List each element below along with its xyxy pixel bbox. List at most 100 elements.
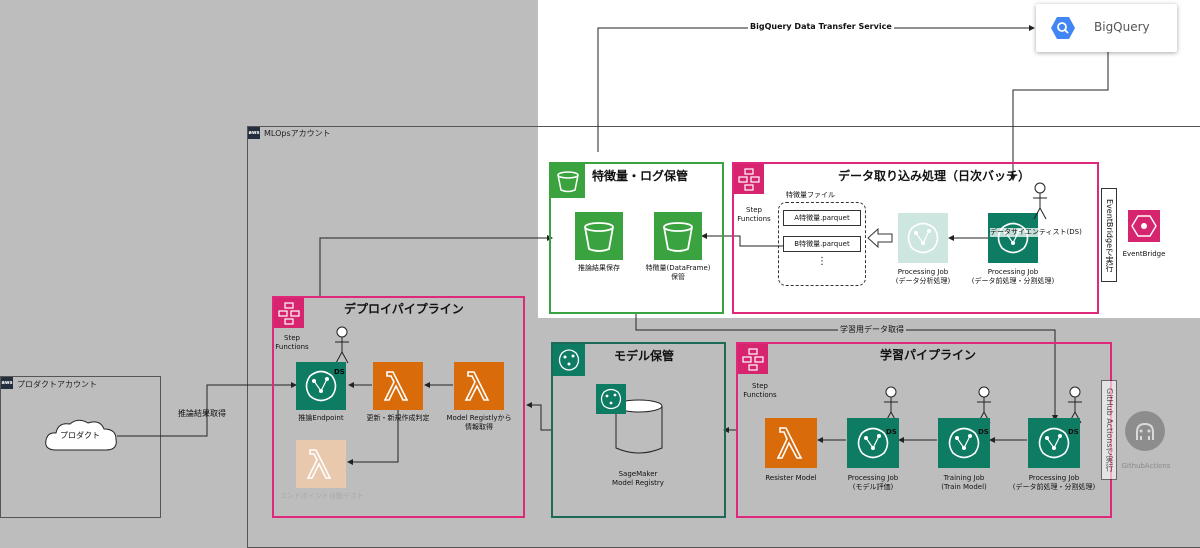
step-functions-line1: Step bbox=[284, 334, 300, 342]
cloud-icon bbox=[42, 416, 120, 458]
data-scientist-label: データサイエンティスト(DS) bbox=[990, 228, 1082, 237]
auto-test-label: エンドポイント自動テスト bbox=[280, 492, 364, 500]
registry-fetch-line1: Model Registlyから bbox=[446, 414, 512, 422]
data-ingest-panel bbox=[732, 162, 1099, 314]
processing-analysis-label: Processing Job (データ分析処理) bbox=[882, 268, 964, 286]
step-functions-line1: Step bbox=[746, 206, 762, 214]
step-functions-label: Step Functions bbox=[734, 206, 774, 224]
step-functions-icon bbox=[274, 298, 304, 328]
endpoint-label: 推論Endpoint bbox=[298, 414, 344, 422]
feature-save-label: 特徴量(DataFrame) 保管 bbox=[638, 264, 718, 282]
bucket-icon bbox=[575, 212, 623, 260]
person-icon bbox=[1067, 386, 1083, 426]
lambda-icon bbox=[454, 362, 504, 410]
feature-files-group bbox=[778, 202, 866, 286]
processing-pre-label: Processing Job (データ前処理・分割処理) bbox=[1004, 474, 1104, 492]
processing-eval-label: Processing Job (モデル評価) bbox=[834, 474, 912, 492]
step-functions-icon bbox=[734, 164, 764, 194]
eventbridge-icon bbox=[1128, 210, 1160, 242]
feature-files-title: 特徴量ファイル bbox=[786, 191, 835, 199]
model-store-panel bbox=[551, 342, 726, 518]
bigquery-icon bbox=[1050, 16, 1076, 40]
bq-transfer-label: BigQuery Data Transfer Service bbox=[748, 22, 894, 31]
github-label: GithubActions bbox=[1121, 462, 1171, 470]
processing-eval-line2: (モデル評価) bbox=[852, 482, 894, 491]
connectors bbox=[117, 25, 1109, 465]
processing-analysis-icon bbox=[898, 213, 948, 263]
edge-deploy-to-feature-store bbox=[319, 235, 553, 296]
github-trigger-label: GitHub Actionsで実行 bbox=[1101, 380, 1117, 480]
registry-label: SageMaker Model Registry bbox=[600, 470, 676, 488]
github-icon bbox=[1124, 410, 1166, 452]
aws-logo-icon: aws bbox=[248, 127, 260, 139]
processing-pre-icon bbox=[988, 213, 1038, 263]
register-label: Resister Model bbox=[765, 474, 817, 482]
step-functions-label: Step Functions bbox=[740, 382, 780, 400]
feature-store-panel bbox=[549, 162, 724, 314]
hollow-arrow bbox=[867, 227, 893, 249]
feature-save-line1: 特徴量(DataFrame) bbox=[645, 264, 711, 272]
deploy-title: デプロイパイプライン bbox=[344, 302, 464, 316]
person-icon bbox=[334, 326, 350, 366]
processing-eval-line1: Processing Job bbox=[847, 474, 899, 482]
bucket-icon bbox=[654, 212, 702, 260]
bigquery-label: BigQuery bbox=[1094, 20, 1150, 34]
lambda-icon bbox=[373, 362, 423, 410]
data-ingest-title: データ取り込み処理（日次バッチ） bbox=[838, 169, 1031, 183]
feature-store-title: 特徴量・ログ保管 bbox=[592, 169, 689, 183]
processing-pre-label: Processing Job (データ前処理・分割処理) bbox=[966, 268, 1060, 286]
endpoint-icon bbox=[296, 362, 346, 410]
bucket-icon bbox=[551, 164, 585, 198]
update-judge-label: 更新・新規作成判定 bbox=[366, 414, 430, 422]
registry-fetch-label: Model Registlyから 情報取得 bbox=[440, 414, 518, 432]
product-cloud-label: プロダクト bbox=[60, 431, 100, 440]
processing-pre-icon bbox=[1028, 418, 1080, 468]
step-functions-line2: Functions bbox=[743, 390, 777, 399]
lambda-faded-icon bbox=[296, 440, 346, 488]
step-functions-line2: Functions bbox=[737, 214, 771, 223]
registry-line1: SageMaker bbox=[618, 470, 658, 478]
training-job-line2: (Train Model) bbox=[941, 482, 987, 491]
processing-pre-line1: Processing Job bbox=[987, 268, 1039, 276]
registry-fetch-line2: 情報取得 bbox=[465, 422, 493, 431]
feature-save-line2: 保管 bbox=[671, 272, 685, 281]
training-title: 学習パイプライン bbox=[880, 348, 977, 362]
processing-pre-line2: (データ前処理・分割処理) bbox=[1012, 482, 1096, 491]
step-functions-line2: Functions bbox=[275, 342, 309, 351]
ds-badge: DS bbox=[978, 428, 989, 436]
step-functions-icon bbox=[738, 344, 768, 374]
edge-judge-to-test bbox=[347, 410, 399, 465]
edge-product-to-endpoint bbox=[117, 382, 297, 437]
file-a: A特徴量.parquet bbox=[783, 210, 861, 226]
processing-pre-line2: (データ前処理・分割処理) bbox=[971, 276, 1055, 285]
sagemaker-icon bbox=[596, 384, 626, 414]
person-icon bbox=[883, 386, 899, 426]
eventbridge-trigger-label: EventBridgeで実行 bbox=[1101, 188, 1117, 282]
processing-analysis-line2: (データ分析処理) bbox=[895, 276, 951, 285]
person-icon bbox=[976, 386, 992, 426]
edge-bq-to-ingest bbox=[1010, 52, 1109, 181]
registry-cylinder-icon bbox=[614, 398, 664, 456]
training-job-label: Training Job (Train Model) bbox=[926, 474, 1002, 492]
processing-analysis-line1: Processing Job bbox=[897, 268, 949, 276]
inference-save-label: 推論結果保存 bbox=[578, 264, 620, 272]
deploy-panel bbox=[272, 296, 525, 518]
mlops-account-label: MLOpsアカウント bbox=[264, 129, 331, 138]
step-functions-label: Step Functions bbox=[272, 334, 312, 352]
model-store-title: モデル保管 bbox=[614, 349, 675, 363]
aws-logo-icon: aws bbox=[1, 377, 13, 389]
sagemaker-icon bbox=[553, 344, 585, 376]
eventbridge-label: EventBridge bbox=[1122, 250, 1166, 258]
processing-eval-icon bbox=[847, 418, 899, 468]
ds-badge: DS bbox=[886, 428, 897, 436]
inference-fetch-label: 推論結果取得 bbox=[178, 409, 226, 418]
ds-badge: DS bbox=[1068, 428, 1079, 436]
edge-bq-transfer bbox=[597, 25, 1035, 152]
product-account-label: プロダクトアカウント bbox=[17, 380, 97, 389]
file-more: ⋮ bbox=[817, 256, 827, 267]
product-account-boundary bbox=[0, 376, 161, 518]
training-job-icon bbox=[938, 418, 990, 468]
external-area bbox=[538, 0, 1200, 318]
bigquery-card: BigQuery bbox=[1036, 4, 1177, 52]
processing-pre-line1: Processing Job bbox=[1028, 474, 1080, 482]
